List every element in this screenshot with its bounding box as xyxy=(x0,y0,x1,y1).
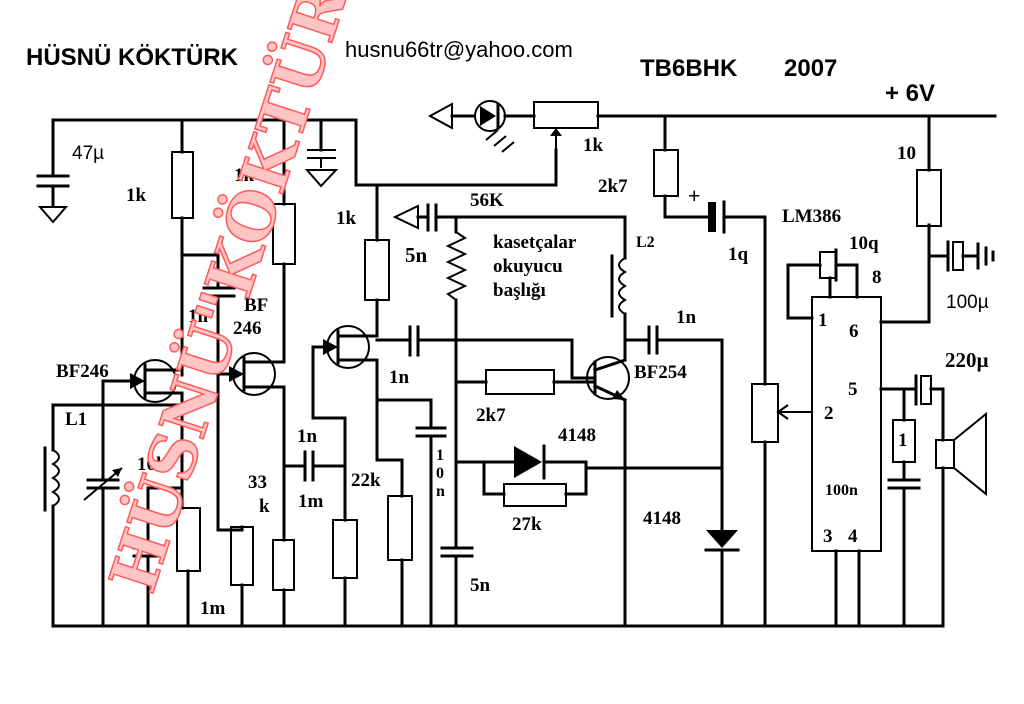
label-bf246: BF246 xyxy=(56,361,109,382)
label-c10n-2: 0 xyxy=(436,465,444,482)
label-r1k-b: 1k xyxy=(234,165,255,186)
fet-bf246-middle xyxy=(216,352,286,468)
upper-left-rail xyxy=(51,118,358,187)
label-c5n-top: 5n xyxy=(405,243,428,267)
label-c100u: 100µ xyxy=(946,292,989,313)
label-r56k: 56K xyxy=(470,190,504,211)
pin-4: 4 xyxy=(848,526,858,547)
label-c1n-a: 1n xyxy=(188,306,209,327)
fet-third xyxy=(311,298,404,498)
fet-bf246-left xyxy=(101,359,184,407)
label-r33: 33 xyxy=(248,472,267,493)
label-c10q: 10q xyxy=(849,233,879,254)
label-c1n-e: 1n xyxy=(676,307,697,328)
pin-8: 8 xyxy=(872,267,882,288)
label-r1m-a: 1m xyxy=(200,598,226,619)
author-email: husnu66tr@yahoo.com xyxy=(345,37,573,62)
author-name: HÜSNÜ KÖKTÜRK xyxy=(26,44,239,71)
resistor-1k-a xyxy=(171,151,194,219)
label-r1k-c: 1k xyxy=(336,208,357,229)
label-l2: L2 xyxy=(636,234,655,251)
label-c1m-a: 1m xyxy=(298,491,324,512)
label-c5n-bottom: 5n xyxy=(470,575,491,596)
label-bf254: BF254 xyxy=(634,362,687,383)
transistor-bf254 xyxy=(586,356,630,402)
label-r2k7-top: 2k7 xyxy=(598,176,628,197)
variable-capacitor xyxy=(83,467,123,501)
led-output-icon xyxy=(427,102,453,130)
ground-icon xyxy=(304,169,339,188)
pin-1: 1 xyxy=(818,310,828,331)
rail-ground-symbol xyxy=(304,118,358,188)
label-r27k: 27k xyxy=(512,514,542,535)
supply-voltage: + 6V xyxy=(885,80,935,107)
resistor-gate xyxy=(332,519,358,579)
label-c10n-1: 1 xyxy=(436,447,444,464)
led-indicator xyxy=(474,100,515,153)
pin-2: 2 xyxy=(824,403,834,424)
pin-3: 3 xyxy=(823,526,833,547)
speaker-icon xyxy=(935,411,987,497)
label-c10n-3: n xyxy=(436,483,445,500)
resistor-27k xyxy=(503,483,567,507)
resistor-22k xyxy=(387,495,413,561)
capacitor-1q xyxy=(708,200,726,234)
label-rk: k xyxy=(259,496,270,517)
capacitor-47u xyxy=(36,174,70,224)
label-c100n: 100n xyxy=(825,482,858,499)
label-head-2: okuyucu xyxy=(493,256,563,277)
label-r10k: 10k xyxy=(137,454,167,475)
resistor-1k-c xyxy=(364,239,390,301)
potentiometer-1k xyxy=(533,101,599,129)
label-c220u: 220µ xyxy=(945,348,989,372)
label-lm386: LM386 xyxy=(782,206,841,227)
label-c1q: 1q xyxy=(728,244,749,265)
label-r2k7-mid: 2k7 xyxy=(476,405,506,426)
label-fet-bf: BF xyxy=(244,295,268,316)
resistor-2k7-top xyxy=(653,149,679,197)
resistor-1m-a xyxy=(230,526,254,586)
label-plus: + xyxy=(688,183,701,208)
label-l1: L1 xyxy=(65,409,87,430)
resistor-2k7-mid xyxy=(485,369,555,395)
inductor-l2 xyxy=(618,257,627,315)
label-r1k-a: 1k xyxy=(126,185,147,206)
label-c1n-c: 1n xyxy=(297,426,318,447)
label-head-1: kasetçalar xyxy=(493,232,577,253)
antenna-output-icon xyxy=(392,204,419,230)
resistor-33k xyxy=(272,539,295,591)
ic-lm386 xyxy=(811,296,882,552)
callsign: TB6BHK xyxy=(640,55,738,82)
label-pot-1k: 1k xyxy=(583,135,604,156)
label-c1n-d: 1n xyxy=(389,367,410,388)
pin-5: 5 xyxy=(848,379,858,400)
inductor-l1 xyxy=(51,449,60,507)
label-fet-246: 246 xyxy=(233,318,262,339)
label-d4148-b: 4148 xyxy=(643,508,681,529)
label-d4148-a: 4148 xyxy=(558,425,596,446)
capacitor-220u xyxy=(914,374,932,406)
potentiometer-volume xyxy=(751,383,779,443)
diode-4148-a xyxy=(514,444,546,480)
label-r10: 10 xyxy=(897,143,916,164)
capacitor-100u xyxy=(946,240,995,272)
resistor-10 xyxy=(916,169,942,227)
ground-icon xyxy=(37,206,69,224)
label-r22k: 22k xyxy=(351,470,381,491)
diode-4148-b xyxy=(704,530,740,552)
label-r1-out: 1 xyxy=(898,430,908,451)
label-head-3: başlığı xyxy=(493,280,546,301)
resistor-56k xyxy=(445,231,468,301)
pin-6: 6 xyxy=(849,321,859,342)
capacitor-10q xyxy=(819,248,838,282)
year: 2007 xyxy=(784,55,837,82)
label-c47u: 47µ xyxy=(72,143,104,164)
